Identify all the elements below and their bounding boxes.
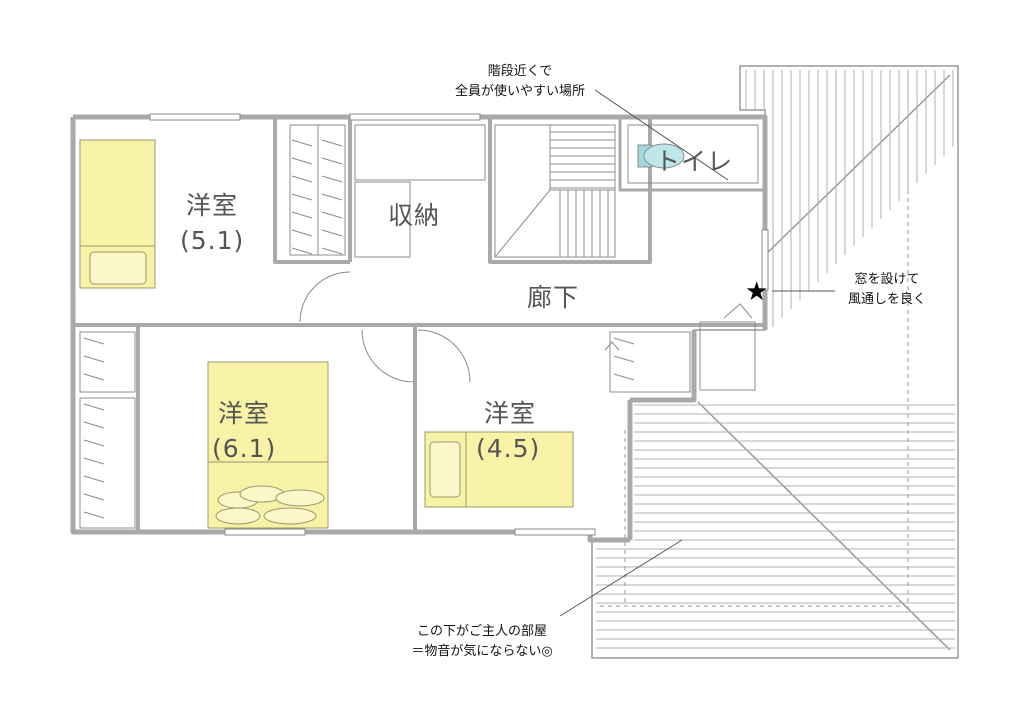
- note-toilet-location: 階段近くで 全員が使いやすい場所: [420, 62, 620, 102]
- hatch-line: [613, 355, 635, 363]
- note-window-line1: 窓を設けて: [854, 272, 920, 287]
- hatch-line: [83, 421, 105, 429]
- hatch-line: [83, 439, 105, 447]
- note-toilet-line1: 階段近くで: [487, 64, 553, 79]
- hatch-line: [83, 511, 105, 519]
- room-western-5-1-size: (5.1): [180, 226, 245, 255]
- hatch-line: [291, 157, 313, 165]
- hatch-line: [321, 157, 343, 165]
- room-western-6-1-size: (6.1): [212, 434, 277, 463]
- note-toilet-line2: 全員が使いやすい場所: [454, 84, 585, 99]
- note-below-room: この下がご主人の部屋 ＝物音が気にならない◎: [392, 622, 572, 662]
- note-window-line2: 風通しを良く: [847, 292, 926, 307]
- beds: [79, 139, 574, 529]
- hatch-line: [291, 229, 313, 237]
- hatch-line: [321, 175, 343, 183]
- hatch-line: [83, 493, 105, 501]
- room-western-4-5-name: 洋室: [484, 399, 537, 428]
- hatch-line: [291, 175, 313, 183]
- note-window: 窓を設けて 風通しを良く: [832, 270, 942, 310]
- hatch-line: [321, 229, 343, 237]
- note-below-line1: この下がご主人の部屋: [416, 624, 547, 639]
- room-western-6-1-name: 洋室: [218, 399, 271, 428]
- hatch-line: [83, 475, 105, 483]
- hatch-line: [291, 247, 313, 255]
- doors: [299, 271, 756, 391]
- room-western-5-1-name: 洋室: [186, 191, 239, 220]
- toilet-room: [627, 124, 759, 184]
- note-below-line2: ＝物音が気にならない◎: [411, 644, 553, 659]
- roof-diagram: [591, 65, 959, 659]
- room-western-4-5-size: (4.5): [476, 434, 541, 463]
- window-star-icon: ★: [745, 277, 769, 307]
- windows: [149, 113, 769, 536]
- hatch-line: [321, 211, 343, 219]
- room-toilet-name: トイレ: [655, 147, 734, 176]
- hatch-line: [321, 139, 343, 147]
- hatch-line: [83, 457, 105, 465]
- hatch-line: [83, 403, 105, 411]
- room-storage-name: 収納: [388, 201, 441, 230]
- hatch-line: [321, 193, 343, 201]
- hatch-line: [291, 139, 313, 147]
- hatch-line: [613, 373, 635, 381]
- leader-lines: [559, 89, 835, 617]
- hatch-line: [83, 355, 105, 363]
- hatch-line: [291, 211, 313, 219]
- hatch-line: [83, 373, 105, 381]
- hatch-line: [291, 193, 313, 201]
- hatch-line: [83, 337, 105, 345]
- closets: [79, 124, 691, 529]
- hatch-line: [613, 337, 635, 345]
- hatch-line: [321, 247, 343, 255]
- stairs: [494, 124, 616, 258]
- room-hallway-name: 廊下: [527, 283, 580, 312]
